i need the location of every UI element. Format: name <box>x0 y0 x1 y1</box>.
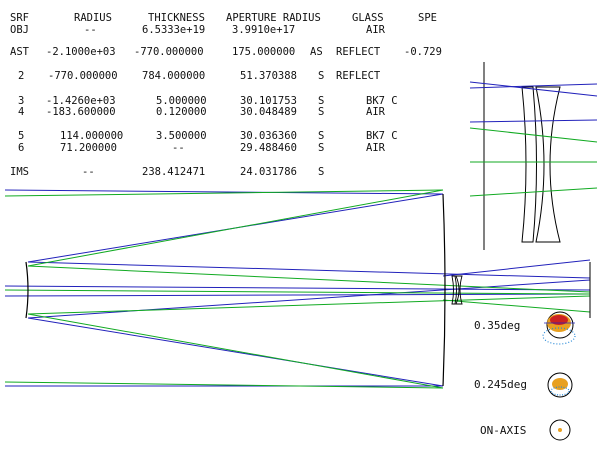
row-aperture: 30.101753 <box>240 95 297 107</box>
row-srf: OBJ <box>10 24 29 36</box>
header-thickness: THICKNESS <box>148 12 205 24</box>
row-radius: -- <box>82 166 95 178</box>
main-ray-trace <box>4 189 591 389</box>
inset-ray <box>469 187 598 197</box>
lens-prescription-table: SRF RADIUS THICKNESS APERTURE RADIUS GLA… <box>0 0 470 185</box>
row-aperture: 30.048489 <box>240 106 297 118</box>
header-radius: RADIUS <box>74 12 112 24</box>
row-flag: S <box>318 142 325 154</box>
row-thickness: 0.120000 <box>156 106 207 118</box>
spot-airy-circle <box>547 372 573 398</box>
row-glass: AIR <box>366 106 385 118</box>
row-spe: -0.729 <box>404 46 442 58</box>
ray-green <box>27 295 591 315</box>
row-flag: S <box>318 106 325 118</box>
row-srf: 5 <box>18 130 25 142</box>
row-radius: 114.000000 <box>60 130 124 142</box>
spot-scatter <box>550 386 570 396</box>
row-srf: AST <box>10 46 29 58</box>
row-thickness: -- <box>172 142 185 154</box>
spot-label-0-245deg: 0.245deg <box>474 378 527 391</box>
inset-ray <box>469 127 598 143</box>
spot-airy-circle <box>546 311 574 339</box>
ray-blue <box>27 261 591 279</box>
spot-pattern-core <box>550 315 568 325</box>
row-thickness: 238.412471 <box>142 166 206 178</box>
ray-blue <box>4 293 591 297</box>
lens-inset-detail <box>469 62 598 250</box>
corrector-lens-1 <box>451 275 457 305</box>
row-aperture: 24.031786 <box>240 166 297 178</box>
ray-green <box>4 289 591 295</box>
row-radius: 71.200000 <box>60 142 117 154</box>
row-flag: S <box>318 70 325 82</box>
ray-green <box>442 299 591 313</box>
row-radius: -2.1000e+03 <box>46 46 116 58</box>
row-radius: -183.600000 <box>46 106 116 118</box>
ray-blue <box>442 259 591 277</box>
spot-label-0-35deg: 0.35deg <box>474 319 521 332</box>
row-aperture: 175.000000 <box>232 46 296 58</box>
row-glass: AIR <box>366 24 385 36</box>
inset-ray <box>469 119 598 123</box>
inset-ray <box>469 81 598 97</box>
spot-diagram-0-245deg <box>547 372 573 398</box>
header-srf: SRF <box>10 12 29 24</box>
spot-scatter <box>542 327 576 345</box>
row-glass: BK7 C <box>366 130 398 142</box>
row-srf: 6 <box>18 142 25 154</box>
row-thickness: 5.000000 <box>156 95 207 107</box>
row-thickness: 784.000000 <box>142 70 206 82</box>
spot-diagram-0-35deg <box>542 311 576 345</box>
primary-mirror <box>25 261 29 319</box>
row-aperture: 30.036360 <box>240 130 297 142</box>
spot-diagram-on-axis <box>549 419 571 441</box>
row-srf: 4 <box>18 106 25 118</box>
row-glass: BK7 C <box>366 95 398 107</box>
spot-pattern <box>558 428 562 432</box>
row-aperture: 29.488460 <box>240 142 297 154</box>
row-aperture: 3.9910e+17 <box>232 24 296 36</box>
row-thickness: 6.5333e+19 <box>142 24 206 36</box>
row-flag: S <box>318 95 325 107</box>
ray-green <box>27 265 591 293</box>
row-srf: IMS <box>10 166 29 178</box>
spot-airy-circle <box>549 419 571 441</box>
corrector-lens-2 <box>455 275 463 305</box>
header-spe: SPE <box>418 12 437 24</box>
header-glass: GLASS <box>352 12 384 24</box>
row-glass: REFLECT <box>336 70 381 82</box>
row-glass: AIR <box>366 142 385 154</box>
ray-blue <box>27 317 444 387</box>
ray-blue <box>4 285 591 291</box>
row-aperture: 51.370388 <box>240 70 297 82</box>
row-flag: AS <box>310 46 323 58</box>
row-srf: 2 <box>18 70 25 82</box>
row-srf: 3 <box>18 95 25 107</box>
ray-green <box>27 189 444 267</box>
inset-ray <box>469 83 598 89</box>
row-flag: S <box>318 130 325 142</box>
spot-label-on-axis: ON-AXIS <box>480 424 527 437</box>
row-flag: S <box>318 166 325 178</box>
inset-lens-1 <box>521 86 537 243</box>
row-thickness: -770.000000 <box>134 46 204 58</box>
row-radius: -1.4260e+03 <box>46 95 116 107</box>
inset-lens-2 <box>535 86 561 243</box>
ray-green <box>4 189 444 197</box>
row-radius: -- <box>84 24 97 36</box>
ray-blue <box>27 279 591 319</box>
header-aperture-radius: APERTURE RADIUS <box>226 12 321 24</box>
ray-green <box>4 381 444 389</box>
row-radius: -770.000000 <box>48 70 118 82</box>
ray-blue <box>4 189 444 195</box>
secondary-mirror <box>442 193 446 387</box>
row-thickness: 3.500000 <box>156 130 207 142</box>
row-glass: REFLECT <box>336 46 381 58</box>
ray-green <box>27 313 444 389</box>
